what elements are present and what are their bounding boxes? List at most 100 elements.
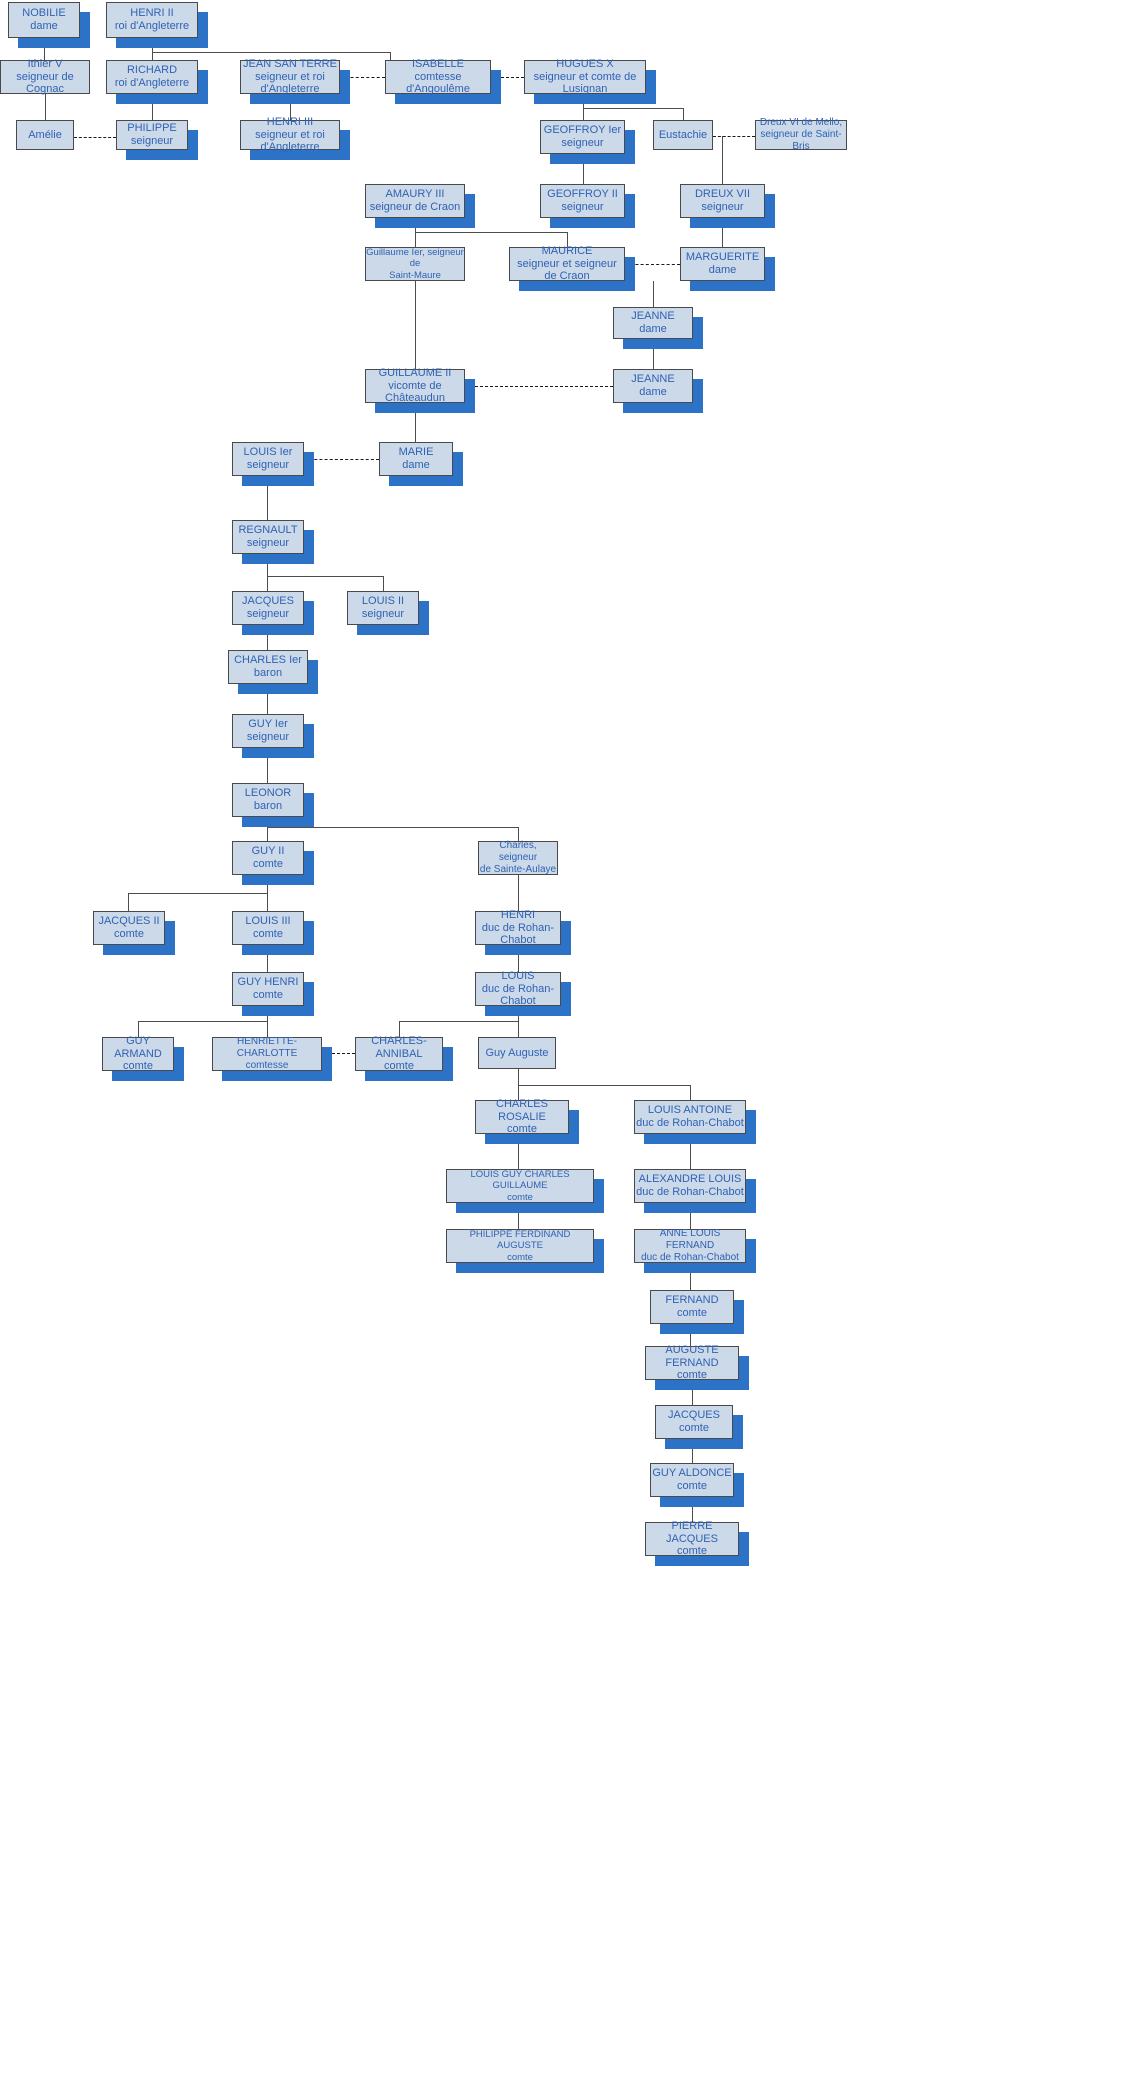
connector-line	[722, 218, 723, 247]
person-name: CHARLES-ANNIBAL	[371, 1034, 427, 1060]
connector-line	[267, 625, 268, 650]
person-title: comte	[677, 1369, 707, 1382]
person-node-amelie[interactable]: Amélie	[16, 120, 74, 150]
connector-line	[267, 748, 268, 783]
connector-line	[267, 945, 268, 972]
connector-line	[152, 52, 390, 53]
marriage-link	[74, 137, 116, 138]
connector-line	[722, 136, 723, 184]
person-title: comte	[384, 1060, 414, 1073]
connector-line	[583, 108, 584, 120]
person-name: AMAURY III	[385, 188, 445, 201]
connector-line	[267, 576, 383, 577]
person-name: REGNAULT	[238, 524, 298, 537]
person-node-guyauguste[interactable]: Guy Auguste	[478, 1037, 556, 1069]
connector-line	[692, 1380, 693, 1405]
person-title: seigneur et seigneur de Craon	[517, 257, 617, 283]
person-name: MAURICE	[541, 244, 593, 257]
connector-line	[567, 232, 568, 247]
person-node-dreux6[interactable]: Dreux VI de Mello,seigneur de Saint-Bris	[755, 117, 847, 152]
person-title: seigneur	[246, 537, 290, 549]
connector-line	[399, 1021, 400, 1037]
person-node-eustachie[interactable]: Eustachie	[653, 120, 713, 150]
person-name: GUY ARMAND	[114, 1034, 162, 1060]
person-title: seigneur	[561, 201, 604, 213]
connector-line	[518, 1069, 519, 1085]
marriage-link	[304, 459, 379, 460]
person-name: JACQUES	[668, 1409, 720, 1422]
connector-line	[690, 1134, 691, 1169]
person-name: RICHARD	[126, 64, 178, 77]
person-name: LOUIS ANTOINE	[647, 1104, 733, 1117]
person-name: JEANNE	[631, 373, 675, 386]
person-title: dame	[708, 264, 737, 276]
person-title: baron	[253, 667, 283, 679]
person-title: seigneur de Craon	[369, 201, 461, 213]
person-name: Dreux VI de Mello,	[759, 117, 843, 129]
connector-line	[653, 281, 654, 307]
marriage-link	[713, 136, 755, 137]
person-name: HENRI	[500, 908, 536, 921]
person-title: roi d'Angleterre	[114, 20, 190, 32]
connector-line	[138, 1021, 267, 1022]
connector-line	[128, 893, 129, 911]
person-title: seigneur	[246, 459, 290, 471]
person-title: seigneur et roi d'Angleterre	[255, 128, 325, 154]
person-name: PHILIPPE FERDINAND AUGUSTE	[469, 1229, 571, 1252]
person-title: duc de Rohan-Chabot	[641, 1251, 739, 1263]
person-name: PHILIPPE	[127, 122, 177, 135]
connector-line	[383, 576, 384, 591]
connector-line	[690, 1263, 691, 1290]
person-name: ALEXANDRE LOUIS	[638, 1173, 742, 1186]
